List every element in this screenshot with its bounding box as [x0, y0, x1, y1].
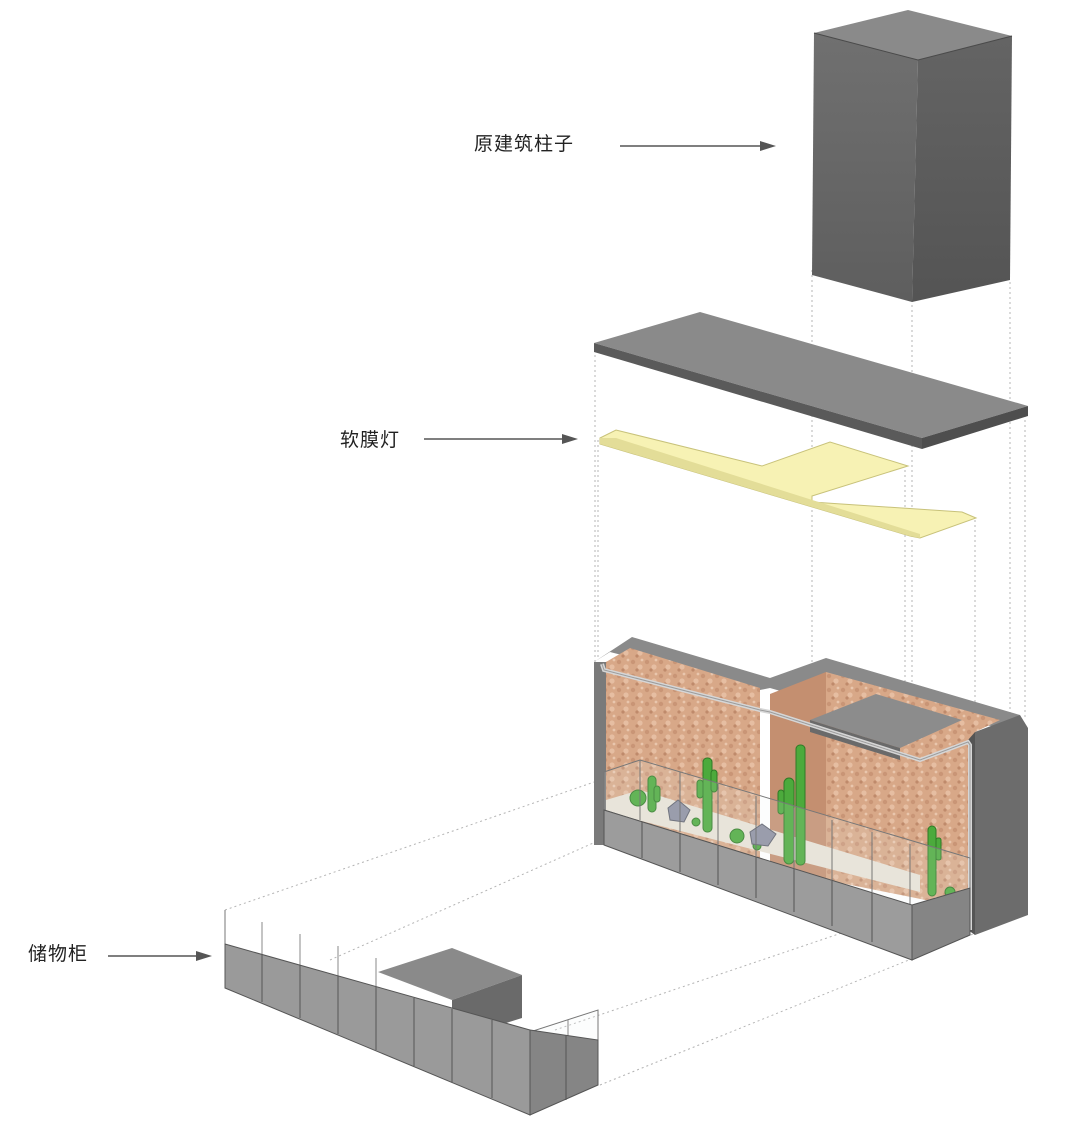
arrow-building-column: [620, 141, 776, 151]
soft-film-light-panel: [599, 429, 978, 539]
building-column: [812, 10, 1013, 302]
ceiling-slab: [594, 312, 1028, 449]
display-cabinet: [594, 637, 1028, 961]
label-building-column: 原建筑柱子: [474, 133, 575, 155]
tiled-base: [603, 809, 971, 961]
storage-cabinet: [224, 910, 599, 1116]
arrow-storage-cabinet: [108, 951, 212, 961]
label-storage-cabinet: 储物柜: [28, 943, 89, 965]
label-soft-film-light: 软膜灯: [340, 429, 401, 451]
arrow-soft-film-light: [424, 434, 578, 444]
